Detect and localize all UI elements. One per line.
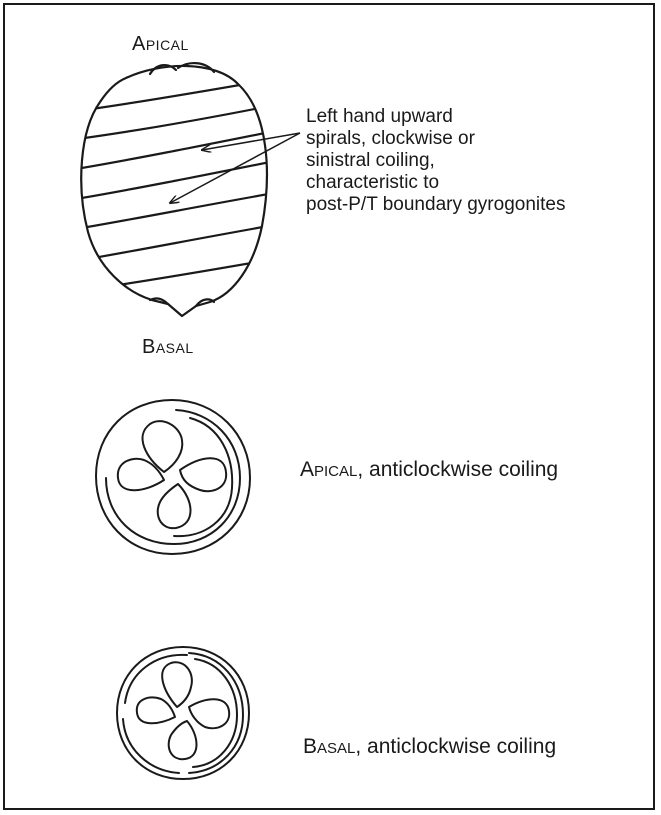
gyrogonite-outline	[81, 66, 267, 316]
description-line: sinistral coiling,	[306, 150, 565, 172]
annotation-arrows	[170, 133, 300, 203]
caption-text: , anticlockwise coiling	[355, 735, 556, 758]
apical-label: Apical	[132, 33, 189, 56]
basal-cells	[137, 662, 229, 759]
apical-cells	[118, 421, 226, 528]
basal-view-caption: Basal, anticlockwise coiling	[303, 735, 556, 759]
spiral-description: Left hand upward spirals, clockwise or s…	[306, 106, 565, 216]
description-line: post-P/T boundary gyrogonites	[306, 194, 565, 216]
gyrogonite-side-view	[70, 63, 280, 316]
description-line: Left hand upward	[306, 106, 565, 128]
description-line: spirals, clockwise or	[306, 128, 565, 150]
caption-term: Apical	[300, 458, 357, 481]
basal-label: Basal	[142, 336, 194, 359]
apical-view-drawing	[96, 400, 250, 554]
description-line: characteristic to	[306, 172, 565, 194]
caption-text: , anticlockwise coiling	[357, 458, 558, 481]
apical-view-caption: Apical, anticlockwise coiling	[300, 458, 558, 482]
arrow-lower	[170, 133, 300, 203]
caption-term: Basal	[303, 735, 355, 758]
basal-view-drawing	[117, 647, 249, 779]
